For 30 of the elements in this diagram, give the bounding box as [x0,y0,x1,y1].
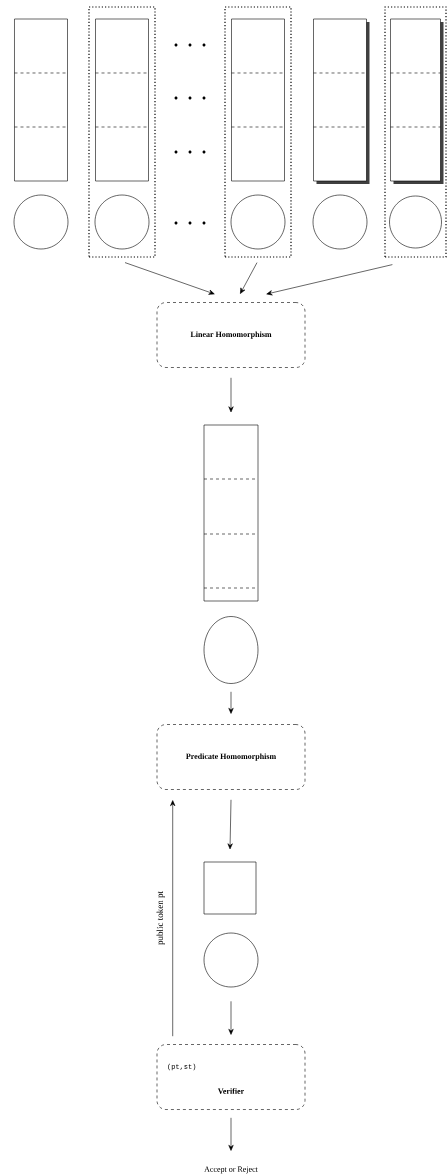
arrow [228,691,234,714]
segmented-bar [95,18,149,182]
arrow [266,264,393,296]
circle [13,194,69,250]
arrow [170,800,176,1037]
group-frame [384,6,447,258]
circle [94,194,150,250]
arrow [228,377,234,413]
process-box: Predicate Homomorphism [156,724,306,790]
edge-label: public token pt [155,890,166,946]
segmented-bar [313,18,370,184]
circle [230,194,286,250]
group-frame [88,6,156,258]
segmented-bar [203,424,259,602]
arrow [240,262,258,294]
arrow [228,1117,234,1151]
arrow [227,799,233,850]
circle [389,195,442,249]
segmented-bar [390,18,444,184]
circle [312,194,368,250]
segmented-bar [14,18,68,182]
circle [203,932,259,988]
segmented-bar [231,18,285,182]
group-frame [224,6,292,258]
result-text: Accept or Reject [204,1166,258,1174]
ellipse [203,616,259,684]
square [203,861,257,915]
arrow [228,1001,234,1035]
process-box: Linear Homomorphism [156,302,306,368]
arrow [124,262,215,295]
